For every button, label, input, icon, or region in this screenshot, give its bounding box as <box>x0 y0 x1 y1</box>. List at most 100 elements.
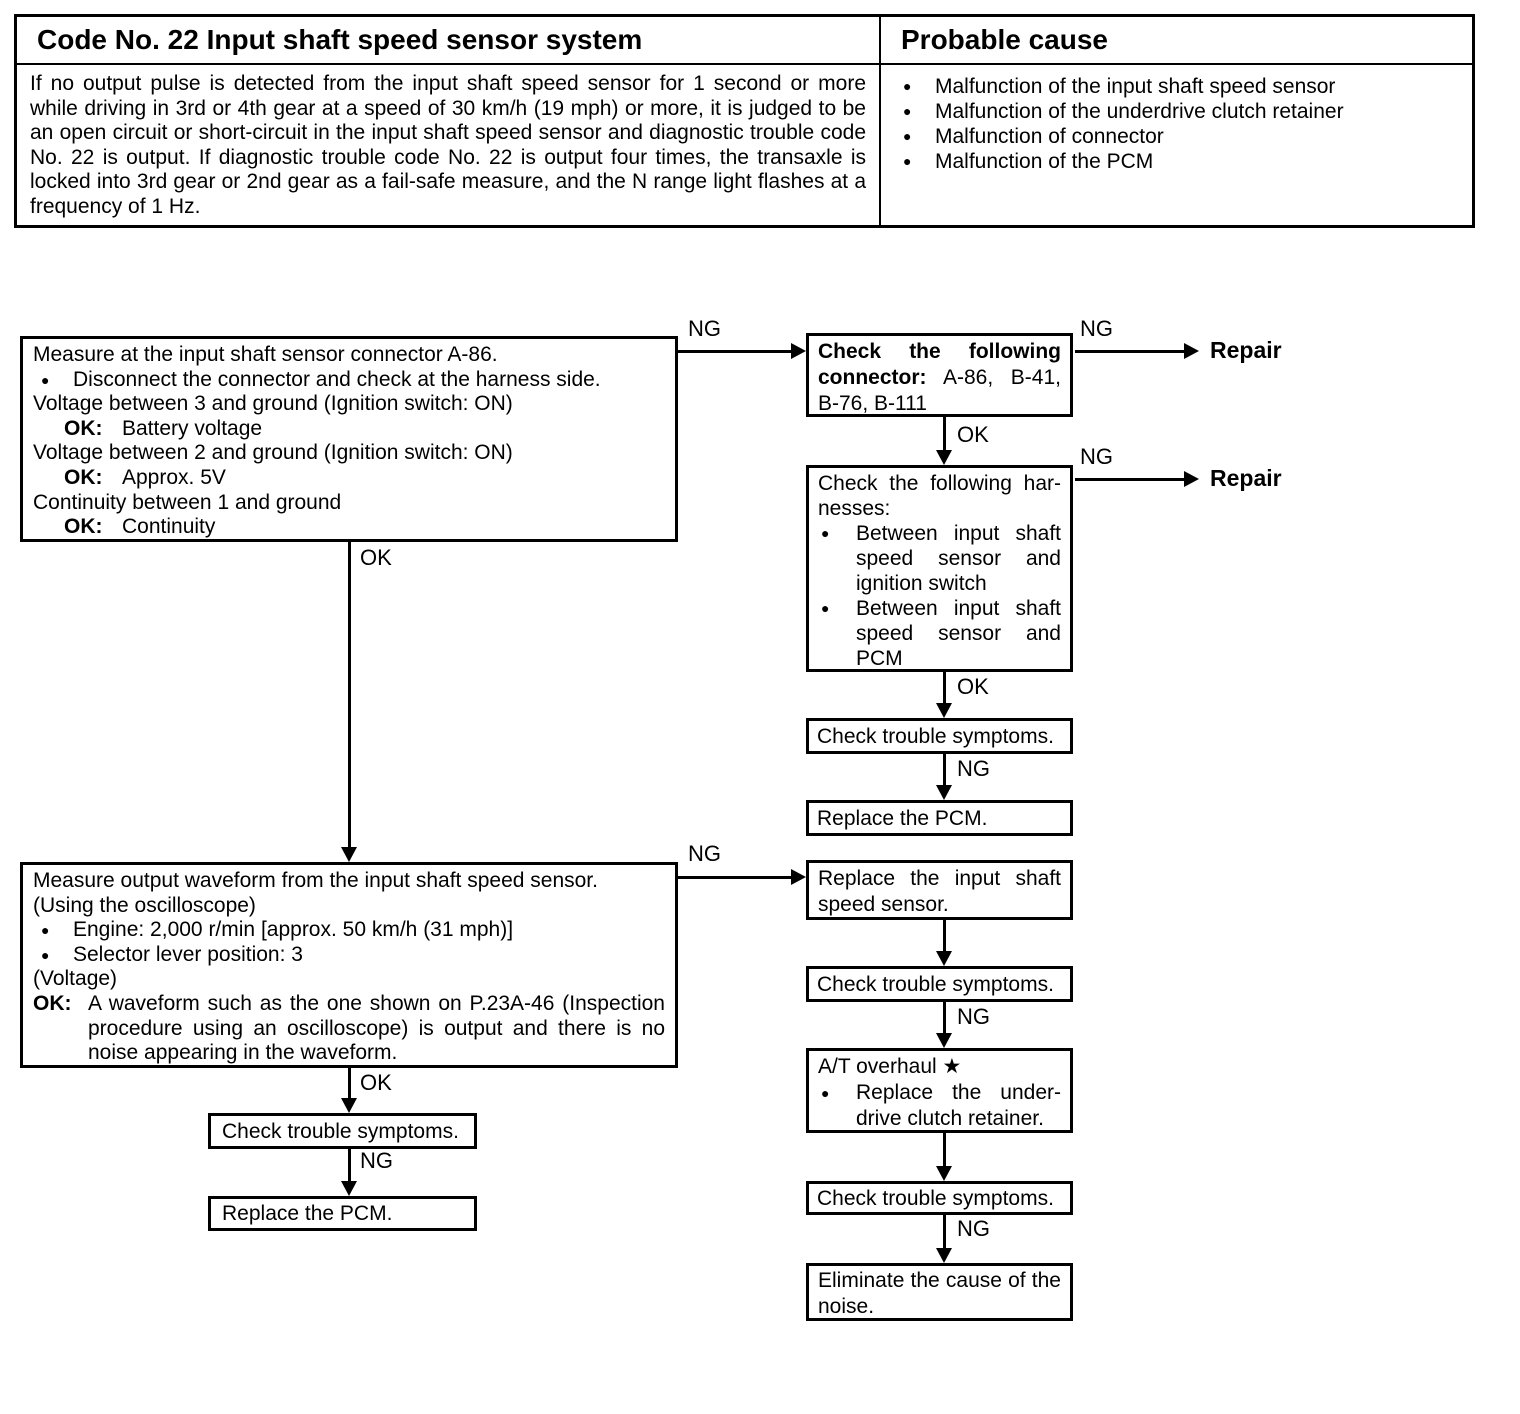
arrow-line <box>1075 478 1185 481</box>
ok-line: OK: Battery voltage <box>33 417 665 442</box>
bullet-text: Disconnect the connector and check at th… <box>73 367 601 391</box>
bullet-line: ● Selector lever position: 3 <box>33 943 665 968</box>
arrow-line <box>943 920 946 952</box>
ok-label: OK: <box>33 991 72 1015</box>
arrow-line <box>943 672 946 704</box>
flow-box-replace-pcm-right: Replace the PCM. <box>806 800 1073 836</box>
bullet-line: ● Disconnect the connector and check at … <box>33 368 665 393</box>
ng-label: NG <box>1080 316 1113 341</box>
ok-line: OK: A waveform such as the one shown on … <box>33 992 665 1066</box>
probable-cause-item: ● Malfunction of the input shaft speed s… <box>881 74 1472 99</box>
ok-label: OK <box>360 545 392 570</box>
flow-box-replace-sensor: Replace the input shaft speed sensor. <box>806 860 1073 920</box>
code-info-table: Code No. 22 Input shaft speed sensor sys… <box>14 14 1475 228</box>
arrow-line <box>348 1068 351 1099</box>
arrowhead-down-icon <box>936 1033 952 1048</box>
flow-box-eliminate-noise: Eliminate the cause of the noise. <box>806 1263 1073 1321</box>
text-line: Replace the PCM. <box>222 1202 393 1225</box>
bullet-icon: ● <box>41 371 50 388</box>
ok-value: Battery voltage <box>122 416 263 440</box>
probable-cause-text: Malfunction of the PCM <box>935 150 1154 173</box>
flow-box-at-overhaul: A/T overhaul ★ ● Replace the under­drive… <box>806 1048 1073 1133</box>
arrow-line <box>943 417 946 451</box>
probable-cause-text: Malfunction of connector <box>935 125 1164 148</box>
ng-label: NG <box>688 841 721 866</box>
probable-cause-item: ● Malfunction of connector <box>881 124 1472 149</box>
bullet-line: ● Engine: 2,000 r/min [approx. 50 km/h (… <box>33 918 665 943</box>
ok-line: OK: Continuity <box>33 515 665 540</box>
arrowhead-down-icon <box>341 1098 357 1113</box>
probable-cause-item: ● Malfunction of the underdrive clutch r… <box>881 99 1472 124</box>
flow-box-check-symptoms-left: Check trouble symptoms. <box>208 1113 477 1149</box>
text-line: Voltage between 2 and ground (Ignition s… <box>33 441 513 465</box>
arrow-line <box>943 1215 946 1249</box>
check-connector-list: A-86, B-41, B-76, B-111 <box>818 366 1061 415</box>
bullet-icon: ● <box>41 922 50 939</box>
text-line: Continuity between 1 and ground <box>33 490 342 514</box>
ng-label: NG <box>1080 444 1113 469</box>
probable-cause-text: Malfunction of the underdrive clutch ret… <box>935 100 1344 123</box>
arrowhead-down-icon <box>936 951 952 966</box>
bullet-icon: ● <box>821 525 830 541</box>
bullet-text: Between input shaft speed sensor and PCM <box>856 597 1061 670</box>
bullet-icon: ● <box>903 103 912 119</box>
bullet-icon: ● <box>821 600 830 616</box>
probable-cause-list: ● Malfunction of the input shaft speed s… <box>881 65 1472 225</box>
flow-box-measure-connector: Measure at the input shaft sensor connec… <box>20 336 678 542</box>
ok-label: OK <box>957 422 989 447</box>
text-line: Check trouble symptoms. <box>222 1119 459 1143</box>
bullet-icon: ● <box>903 153 912 169</box>
ok-label: OK: <box>64 416 103 440</box>
text-line: (Voltage) <box>33 967 118 991</box>
ng-label: NG <box>957 1004 990 1029</box>
text-line: Check trouble symptoms. <box>817 972 1054 996</box>
arrowhead-right-icon <box>1184 471 1199 487</box>
arrowhead-down-icon <box>341 847 357 862</box>
text-line: Eliminate the cause of the noise. <box>818 1269 1061 1318</box>
bullet-text: Between input shaft speed sensor and ign… <box>856 522 1061 595</box>
arrow-line <box>348 1149 351 1182</box>
ok-label: OK: <box>64 465 103 489</box>
text-line: (Using the oscilloscope) <box>33 893 256 917</box>
flow-box-check-symptoms-3: Check trouble symptoms. <box>806 1181 1073 1215</box>
ok-label: OK <box>957 674 989 699</box>
arrowhead-right-icon <box>1184 343 1199 359</box>
arrow-line <box>348 542 351 848</box>
ng-label: NG <box>957 1216 990 1241</box>
arrow-line <box>943 1133 946 1167</box>
ng-label: NG <box>688 316 721 341</box>
flow-box-check-symptoms-2: Check trouble symptoms. <box>806 966 1073 1002</box>
flow-box-check-harness: Check the following har­nesses: ● Betwee… <box>806 465 1073 672</box>
flow-box-check-connector: Check the following connector: A-86, B-4… <box>806 333 1073 417</box>
flow-box-check-symptoms-1: Check trouble symptoms. <box>806 718 1073 754</box>
ng-label: NG <box>957 756 990 781</box>
ok-value: A waveform such as the one shown on P.23… <box>88 991 665 1065</box>
arrow-line <box>678 876 792 879</box>
arrow-line <box>943 1002 946 1034</box>
arrowhead-down-icon <box>936 1166 952 1181</box>
arrow-line <box>678 350 792 353</box>
ok-label: OK <box>360 1070 392 1095</box>
probable-cause-text: Malfunction of the input shaft speed sen… <box>935 75 1336 98</box>
ok-line: OK: Approx. 5V <box>33 466 665 491</box>
arrow-line <box>943 754 946 786</box>
arrowhead-down-icon <box>936 1248 952 1263</box>
bullet-icon: ● <box>41 946 50 963</box>
bullet-icon: ● <box>821 1085 830 1101</box>
text-line: Replace the PCM. <box>817 806 988 830</box>
check-connector-bold: Check the following connector: <box>818 340 1061 389</box>
text-line: Replace the input shaft speed sensor. <box>818 867 1061 916</box>
code-title: Code No. 22 Input shaft speed sensor sys… <box>17 17 881 65</box>
arrowhead-right-icon <box>791 869 806 885</box>
text-line: A/T overhaul ★ <box>818 1055 962 1078</box>
bullet-text: Replace the under­drive clutch retainer. <box>856 1081 1061 1130</box>
text-line: Check the following har­nesses: <box>818 472 1061 520</box>
flow-box-measure-waveform: Measure output waveform from the input s… <box>20 862 678 1068</box>
ok-value: Approx. 5V <box>122 465 226 489</box>
ok-label: OK: <box>64 515 103 539</box>
repair-label: Repair <box>1210 337 1282 363</box>
bullet-line: ● Between input shaft speed sensor and P… <box>818 596 1061 671</box>
arrow-line <box>1075 350 1185 353</box>
text-line: Voltage between 3 and ground (Ignition s… <box>33 392 513 416</box>
